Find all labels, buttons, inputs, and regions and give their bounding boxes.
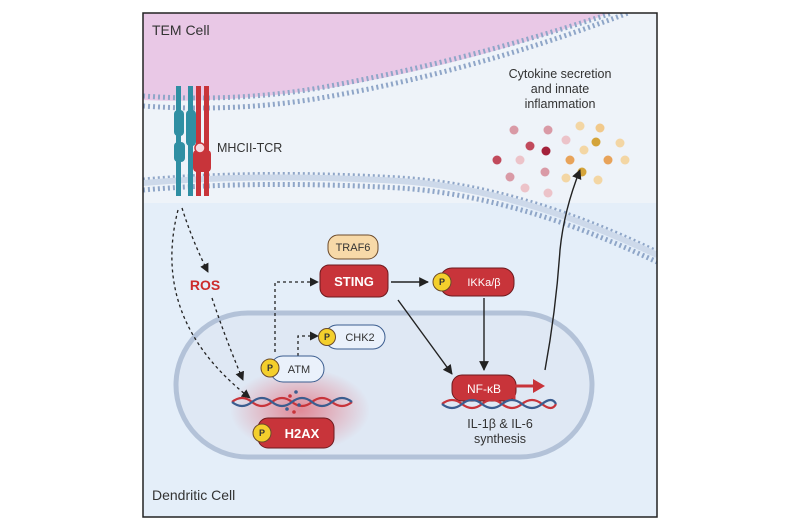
atm-to-sting-arrow — [274, 277, 319, 352]
nfkb-to-cytokine-arrow — [544, 169, 582, 371]
ros-label: ROS — [190, 277, 220, 293]
transcription-arrow — [512, 384, 536, 400]
receptor-to-dna-arrow — [171, 209, 251, 399]
chk2-phospho — [318, 328, 336, 346]
tem-cell-body — [143, 13, 610, 101]
atm-phospho — [260, 358, 280, 378]
il-label-line1: IL-1β & IL-6 — [467, 417, 533, 431]
mhcii-tcr-receptor — [174, 86, 211, 196]
dna-helix-right — [441, 398, 557, 410]
tem-membrane-inner — [143, 13, 629, 111]
traf6-label: TRAF6 — [336, 242, 371, 254]
tem-cell-title: TEM Cell — [152, 22, 210, 38]
chk2-label: CHK2 — [345, 332, 374, 344]
receptor-to-ros-arrow — [181, 207, 209, 273]
sting-label: STING — [334, 274, 374, 289]
cytokine-label-line1: Cytokine secretion — [509, 67, 612, 81]
sting-protein — [319, 264, 389, 298]
tem-membrane — [143, 13, 613, 101]
dna-helix-left — [231, 390, 353, 414]
mhcii-tcr-label: MHCII-TCR — [217, 141, 282, 155]
atm-label: ATM — [288, 364, 310, 376]
cytokine-label-line2: and innate — [531, 82, 589, 96]
traf6-protein — [327, 234, 379, 260]
nfkb-label: NF-κB — [467, 382, 501, 396]
dc-membrane-fill — [143, 174, 657, 258]
ikk-phospho — [432, 272, 452, 292]
h2ax-phospho-label: P — [259, 428, 265, 438]
ikk-phospho-label: P — [439, 277, 445, 287]
h2ax-label: H2AX — [285, 426, 320, 441]
sting-to-nfkb-arrow — [397, 299, 453, 375]
il-label-line2: synthesis — [474, 432, 526, 446]
nfkb-protein — [451, 374, 517, 402]
ikk-label: IKKa/β — [467, 277, 500, 289]
h2ax-phospho — [252, 423, 272, 443]
ros-to-dna-arrow — [211, 297, 244, 381]
dendritic-cell-title: Dendritic Cell — [152, 487, 235, 503]
cytokine-label-line3: inflammation — [525, 97, 596, 111]
atm-phospho-label: P — [267, 363, 273, 373]
frame-border — [142, 12, 658, 518]
atm-to-chk2-arrow — [297, 331, 319, 356]
dc-membrane-inner — [143, 181, 657, 265]
chk2-phospho-label: P — [324, 332, 330, 342]
transcription-arrowhead — [533, 379, 545, 393]
